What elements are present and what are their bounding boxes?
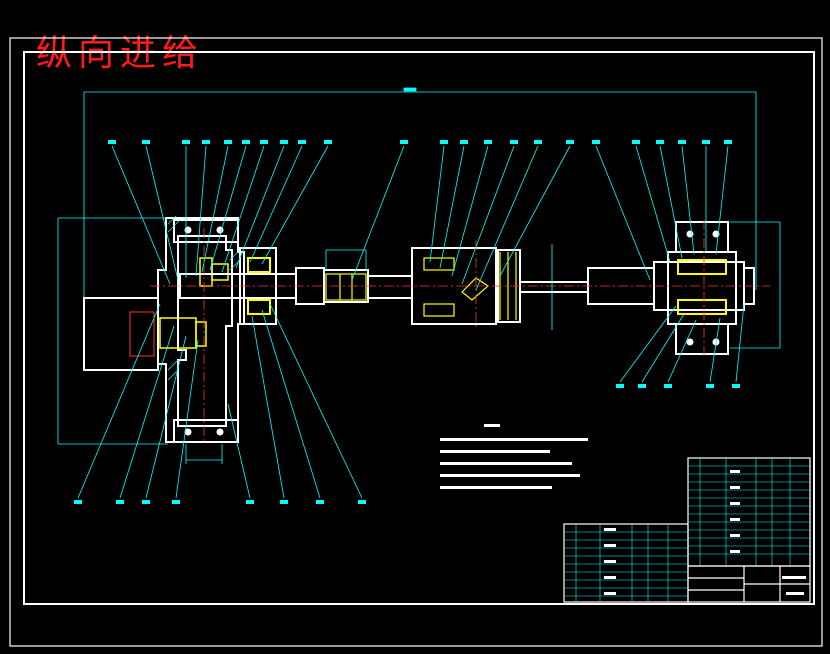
inner-frame (23, 51, 815, 605)
bolt-holes (184, 226, 720, 436)
drawing-title: 纵向进给 (36, 33, 205, 74)
bearing-block-right (667, 221, 737, 355)
table-text-marks (604, 470, 806, 595)
left-dimension (57, 217, 168, 445)
technical-notes (440, 424, 588, 489)
parts-list-table (687, 457, 811, 567)
title-block (687, 565, 811, 603)
outer-frame (9, 37, 823, 647)
small-dimensions (185, 244, 553, 464)
right-dimension (730, 221, 781, 349)
gearbox-gears (159, 257, 229, 349)
leader-lines-bottom (77, 303, 745, 499)
callout-numbers (74, 140, 740, 504)
parts-list-table-lower (563, 523, 689, 603)
gearbox-hatching (167, 215, 241, 381)
overall-dimension (83, 87, 757, 298)
leader-lines-top (111, 145, 729, 291)
